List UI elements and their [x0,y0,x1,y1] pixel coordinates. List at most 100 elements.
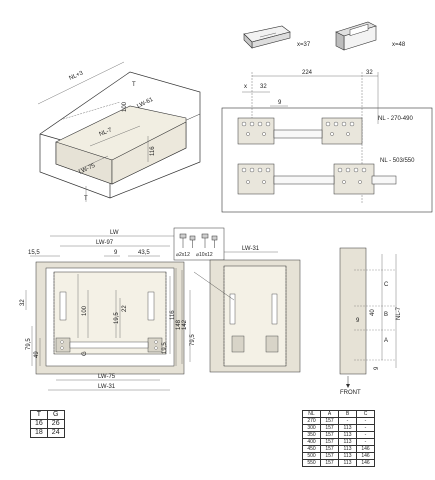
nl-header: C [356,410,375,418]
front-dim-79-5b: 79,5 [190,334,196,346]
accessory-clip-qty: x=37 [297,42,311,48]
side-label-front: FRONT [340,390,361,396]
nl-cell: 113 [338,424,357,432]
tg-cell: 26 [46,419,65,429]
front-dim-lw97: LW-97 [96,240,114,246]
screw-label-2x12: ⌀2x12 [176,252,190,258]
side-view-drawing: C B A NL-7 9 40 9 FRONT [339,247,402,396]
nl-cell: - [356,417,375,425]
nl-cell: 350 [302,431,321,439]
front-dim-lw: LW [110,230,119,236]
drawer-dim-224: 224 [302,70,313,76]
front-dim-49: 49 [34,351,40,358]
nl-cell: 157 [320,417,339,425]
tg-header-t: T [30,410,48,420]
nl-header: A [320,410,339,418]
nl-cell: 450 [302,445,321,453]
nl-cell: 113 [338,459,357,467]
front-dim-lw75: LW-75 [98,374,116,380]
tg-cell: 24 [46,428,65,438]
nl-cell: 400 [302,438,321,446]
nl-cell: - [356,431,375,439]
drawer-note-top: NL - 270-490 [378,116,413,122]
front-dim-116: 116 [170,310,176,320]
nl-cell: 157 [320,445,339,453]
cabinet-label-t-bottom: T [84,196,88,202]
cabinet-label-nl3: NL+3 [68,70,84,82]
screw-label-10x12: ⌀10x12 [196,252,213,258]
front-dim-g: G [82,351,88,356]
nl-cell: - [338,417,357,425]
nl-cell: 270 [302,417,321,425]
front-dim-142: 142 [182,319,188,330]
nl-cell: 500 [302,452,321,460]
nl-cell: 113 [338,438,357,446]
front-dim-9: 9 [114,250,118,256]
nl-cell: 146 [356,452,375,460]
back-view-drawing: LW-31 [193,246,301,373]
drawer-dim-x: x [244,84,247,90]
nl-cell: 157 [320,431,339,439]
accessory-bracket-qty: x=48 [392,42,406,48]
front-dim-32: 32 [20,299,26,306]
nl-cell: 146 [356,445,375,453]
nl-cell: 113 [338,431,357,439]
tg-cell: 18 [30,428,48,438]
cabinet-label-t-top: T [132,82,136,88]
nl-cell: - [356,438,375,446]
drawer-detail-drawing: 224 32 x 32 9 NL - 270-490 NL - 503/550 [221,70,433,213]
table-row: 16 26 [30,419,65,429]
drawer-dim-9: 9 [278,100,282,106]
nl-cell: 157 [320,452,339,460]
front-dim-22: 22 [122,305,128,312]
drawer-dim-32: 32 [260,84,267,90]
nl-cell: 157 [320,459,339,467]
side-dim-a: A [384,338,388,344]
table-row: 18 24 [30,428,65,438]
drawer-dim-32-top: 32 [366,70,373,76]
nl-header: NL [302,410,321,418]
tg-header-g: G [46,410,65,420]
side-dim-40: 40 [370,309,376,316]
tg-cell: 16 [30,419,48,429]
front-dim-79-5: 79,5 [26,338,32,350]
cabinet-label-nl7: NL-7 [99,127,114,138]
front-dim-19-5: 19,5 [114,312,120,324]
screw-callout-icon [173,227,225,261]
nl-cell: 300 [302,424,321,432]
cabinet-label-100: 100 [122,101,128,112]
side-dim-9b: 9 [374,366,380,370]
nl-cell: 113 [338,445,357,453]
side-dim-c: C [384,282,389,288]
nl-cell: - [356,424,375,432]
cabinet-label-116: 116 [150,146,156,156]
back-dim-lw31: LW-31 [242,246,260,252]
nl-cell: 157 [320,438,339,446]
front-dim-19-5b: 19,5 [162,342,168,354]
front-dim-15-5: 15,5 [28,250,40,256]
nl-cell: 157 [320,424,339,432]
drawer-note-bottom: NL - 503/550 [380,158,415,164]
front-dim-148: 148 [176,319,182,330]
nl-cell: 146 [356,459,375,467]
accessory-clip-icon [243,25,291,49]
side-dim-nl7: NL-7 [396,306,402,320]
side-dim-9: 9 [356,318,360,324]
cabinet-3d-drawing: NL+3 T LW-61 100 NL-7 116 LW-75 T [37,61,201,202]
front-dim-lw31: LW-31 [98,384,116,390]
front-dim-43-5: 43,5 [138,250,150,256]
front-dim-100: 100 [82,305,88,316]
accessory-bracket-icon [335,21,377,51]
table-tg: T G 16 26 18 24 [30,410,65,438]
side-dim-b: B [384,312,388,318]
nl-cell: 113 [338,452,357,460]
nl-cell: 550 [302,459,321,467]
